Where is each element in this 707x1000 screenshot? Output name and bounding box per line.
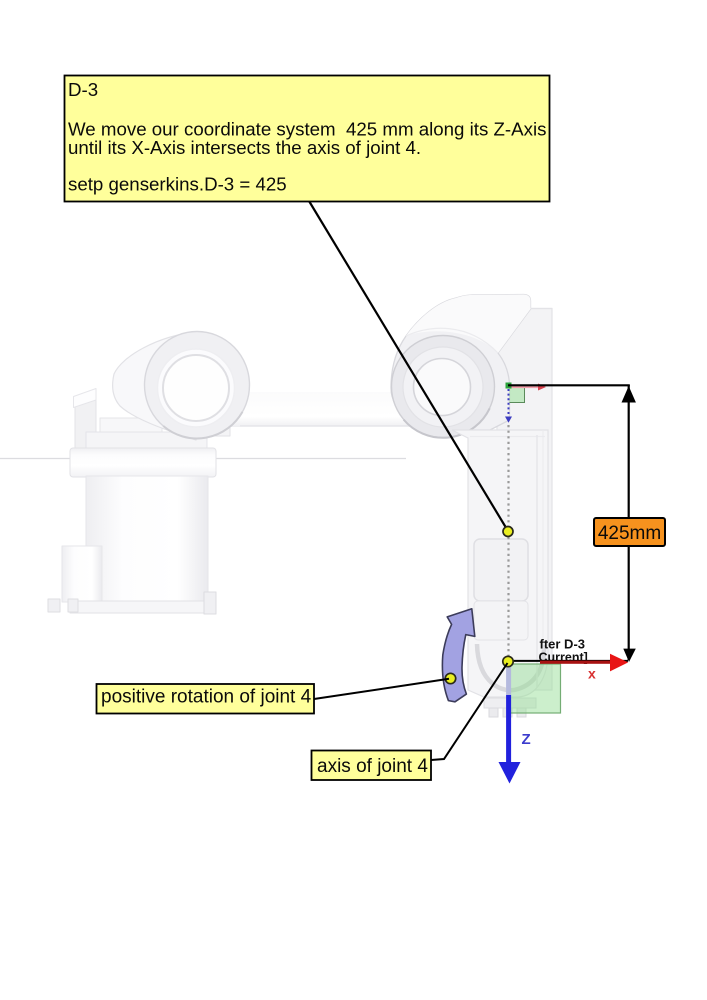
svg-text:425mm: 425mm xyxy=(598,523,661,544)
svg-text:until its X-Axis intersects th: until its X-Axis intersects the axis of … xyxy=(68,137,421,158)
svg-text:fter D-3: fter D-3 xyxy=(540,637,586,652)
svg-text:We move our coordinate system: We move our coordinate system 425 mm alo… xyxy=(68,119,546,140)
svg-text:x: x xyxy=(588,666,596,682)
svg-text:D-3: D-3 xyxy=(68,79,98,100)
svg-text:positive rotation of joint 4: positive rotation of joint 4 xyxy=(101,687,312,708)
svg-text:axis of joint 4: axis of joint 4 xyxy=(317,756,428,777)
svg-text:Z: Z xyxy=(522,731,531,748)
svg-text:setp genserkins.D-3 = 425: setp genserkins.D-3 = 425 xyxy=(68,174,287,195)
